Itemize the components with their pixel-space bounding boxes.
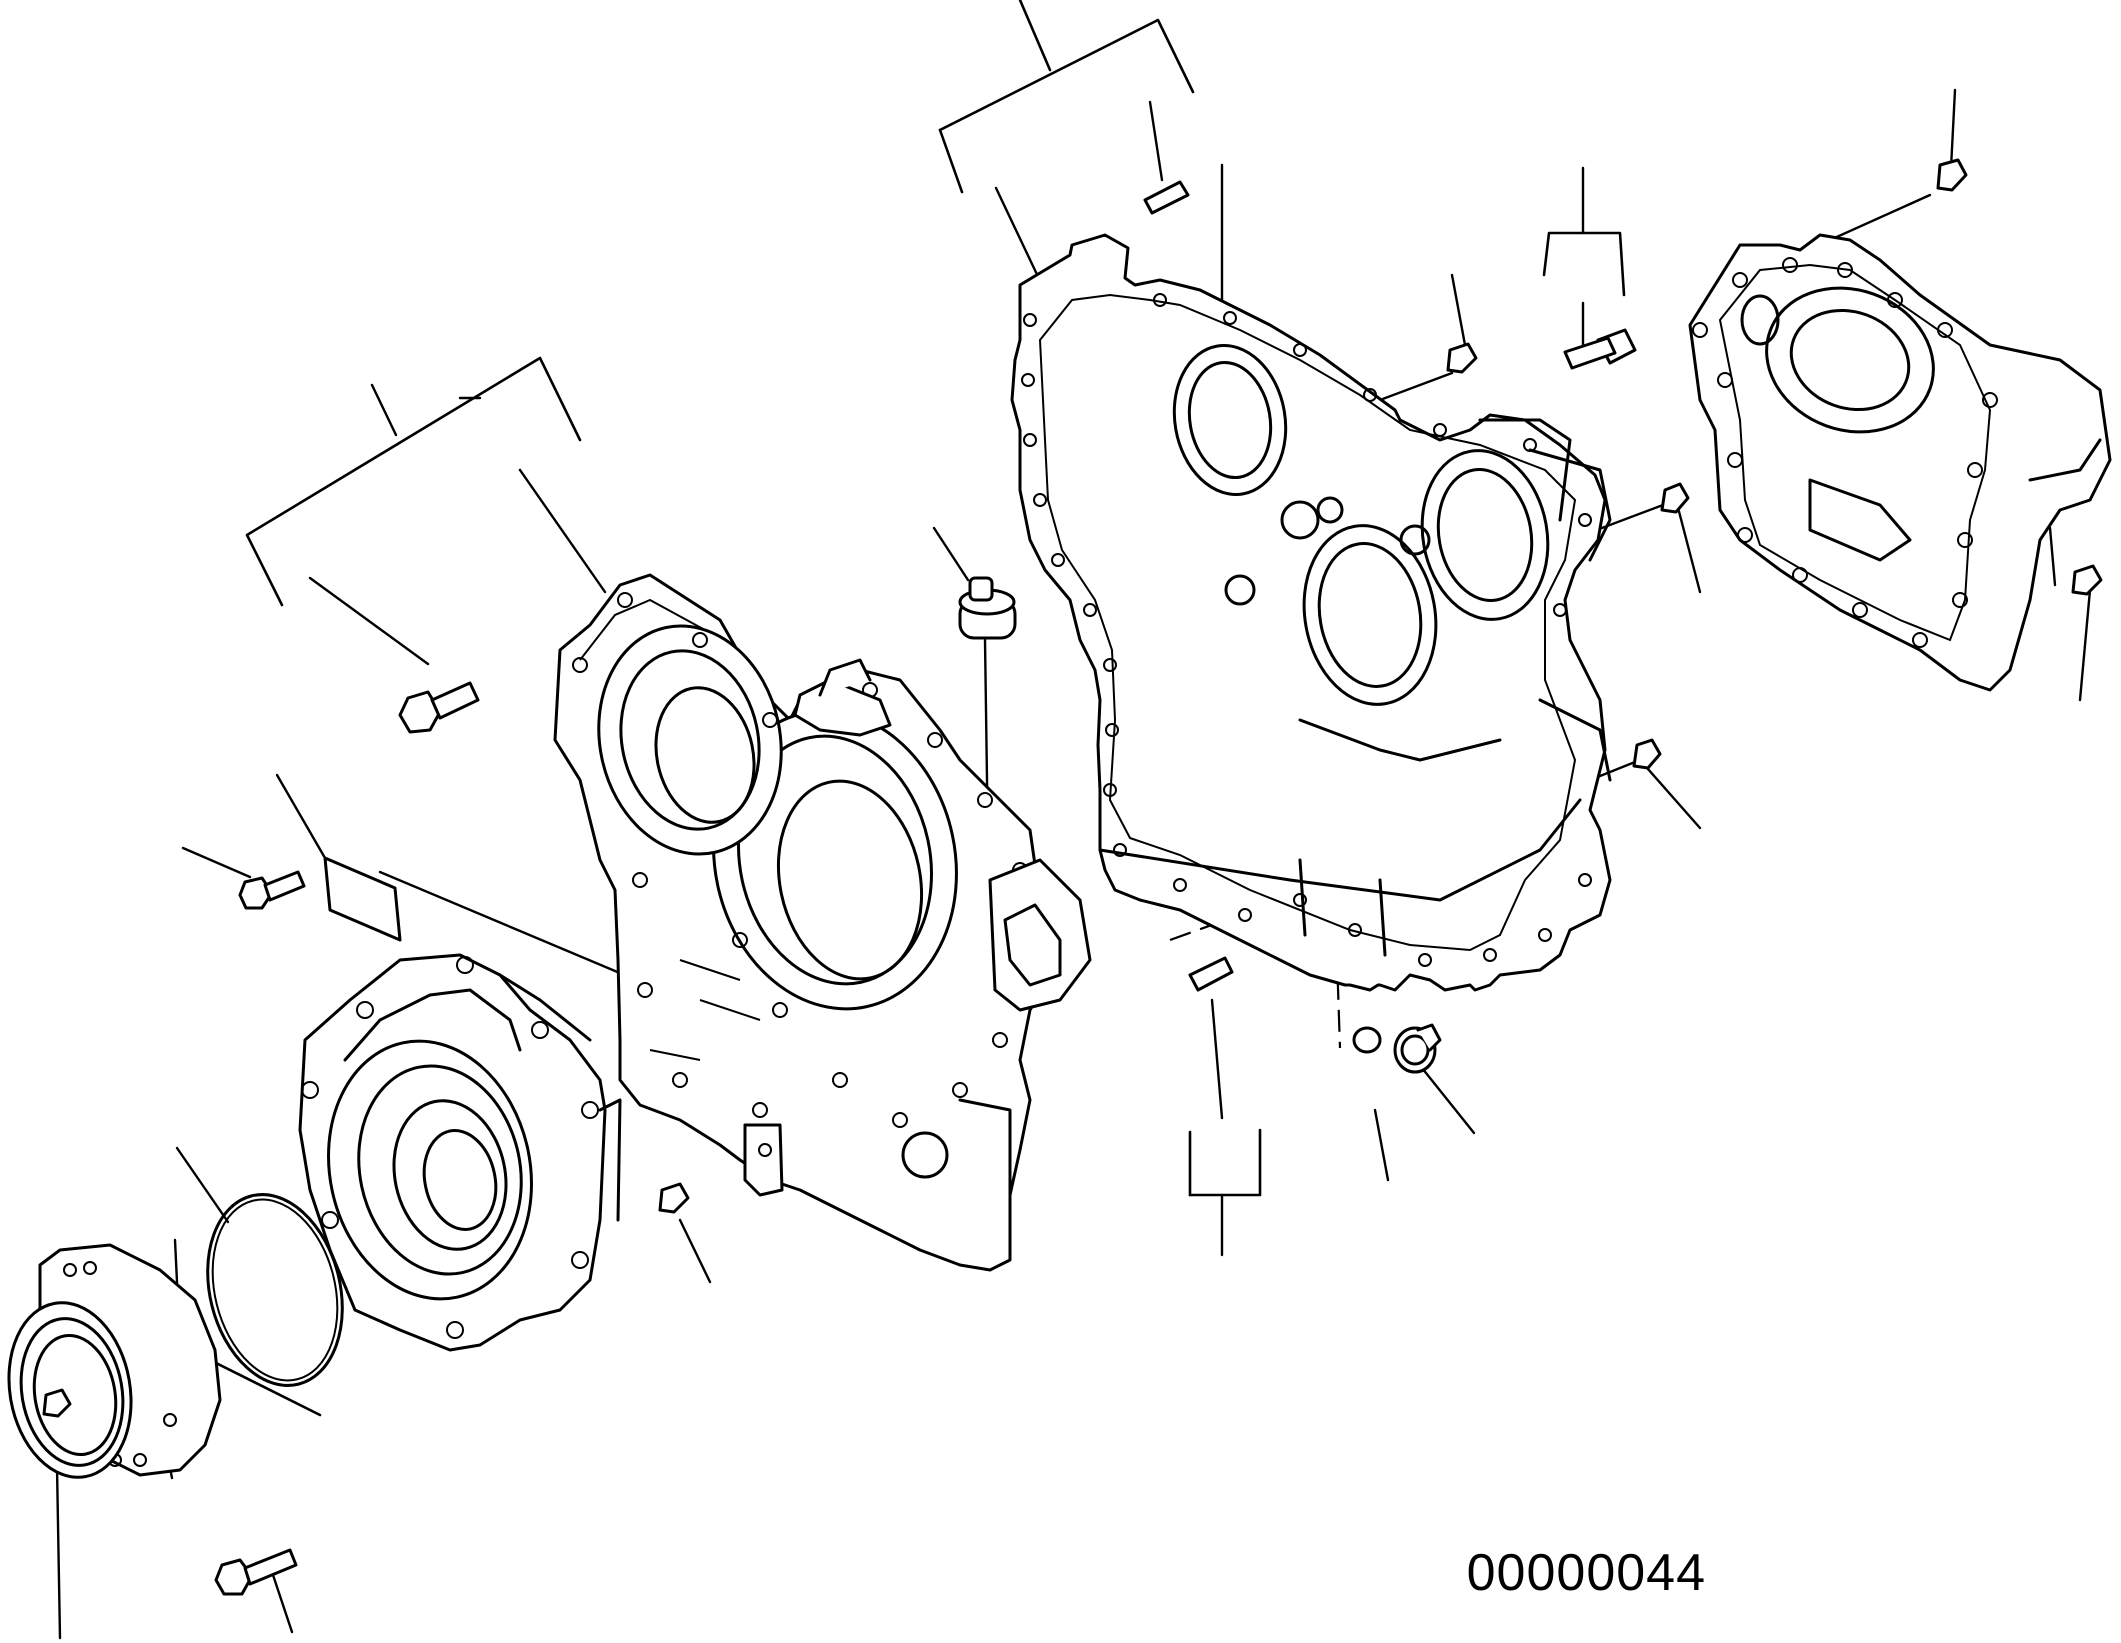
plug-5 — [2071, 564, 2103, 596]
name-plate — [323, 856, 402, 942]
bolt-left — [238, 870, 306, 910]
drain-plug — [1393, 1023, 1442, 1074]
plug-7 — [42, 1388, 72, 1418]
bearing-carrier — [298, 953, 622, 1352]
output-flange — [7, 1243, 222, 1479]
figure-reference-number: 00000044 — [1466, 1544, 1706, 1602]
small-parts — [42, 158, 2103, 1596]
small-o-ring — [1352, 1026, 1382, 1054]
plug-6 — [658, 1182, 690, 1214]
bolt-bottom — [214, 1548, 298, 1596]
bolt-upper-right — [1563, 328, 1637, 370]
o-ring-inner — [211, 1198, 339, 1382]
plug-3 — [1632, 738, 1662, 770]
o-ring — [206, 1193, 344, 1387]
plug-2 — [1660, 482, 1690, 514]
transmission-case — [1010, 233, 1612, 992]
pin-top — [1143, 180, 1190, 215]
bolt-upper-left — [398, 681, 480, 734]
pin-lower — [1188, 956, 1234, 992]
left-housing — [553, 573, 1092, 1272]
sensor — [958, 576, 1017, 640]
right-cover — [1688, 233, 2112, 692]
plug-1 — [1446, 342, 1478, 374]
plug-4 — [1936, 158, 1968, 192]
